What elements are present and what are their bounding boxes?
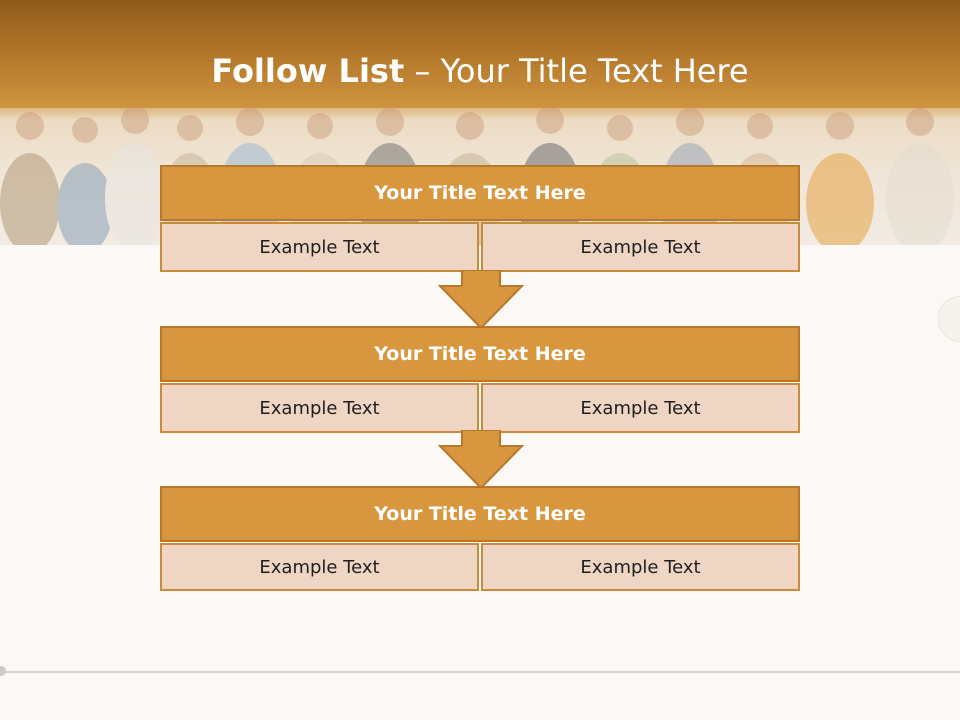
- title-bold: Follow List: [211, 52, 405, 90]
- step-cell-left: Example Text: [160, 543, 479, 591]
- down-arrow-icon: [437, 430, 525, 490]
- step-cell-left: Example Text: [160, 383, 479, 433]
- page-title: Follow List – Your Title Text Here: [0, 52, 960, 90]
- step-block-2: Your Title Text Here Example Text Exampl…: [160, 326, 800, 433]
- step-cell-right: Example Text: [481, 383, 800, 433]
- step-title: Your Title Text Here: [160, 486, 800, 542]
- decorative-tab: [938, 296, 960, 342]
- step-row: Example Text Example Text: [160, 383, 800, 433]
- title-rest: – Your Title Text Here: [414, 52, 749, 90]
- step-cell-left: Example Text: [160, 222, 479, 272]
- step-cell-right: Example Text: [481, 222, 800, 272]
- step-title: Your Title Text Here: [160, 326, 800, 382]
- step-cell-right: Example Text: [481, 543, 800, 591]
- bottom-divider-dot: [0, 666, 6, 676]
- step-row: Example Text Example Text: [160, 543, 800, 591]
- step-row: Example Text Example Text: [160, 222, 800, 272]
- step-block-3: Your Title Text Here Example Text Exampl…: [160, 486, 800, 591]
- step-block-1: Your Title Text Here Example Text Exampl…: [160, 165, 800, 272]
- down-arrow-icon: [437, 270, 525, 330]
- step-title: Your Title Text Here: [160, 165, 800, 221]
- bottom-divider: [0, 671, 960, 673]
